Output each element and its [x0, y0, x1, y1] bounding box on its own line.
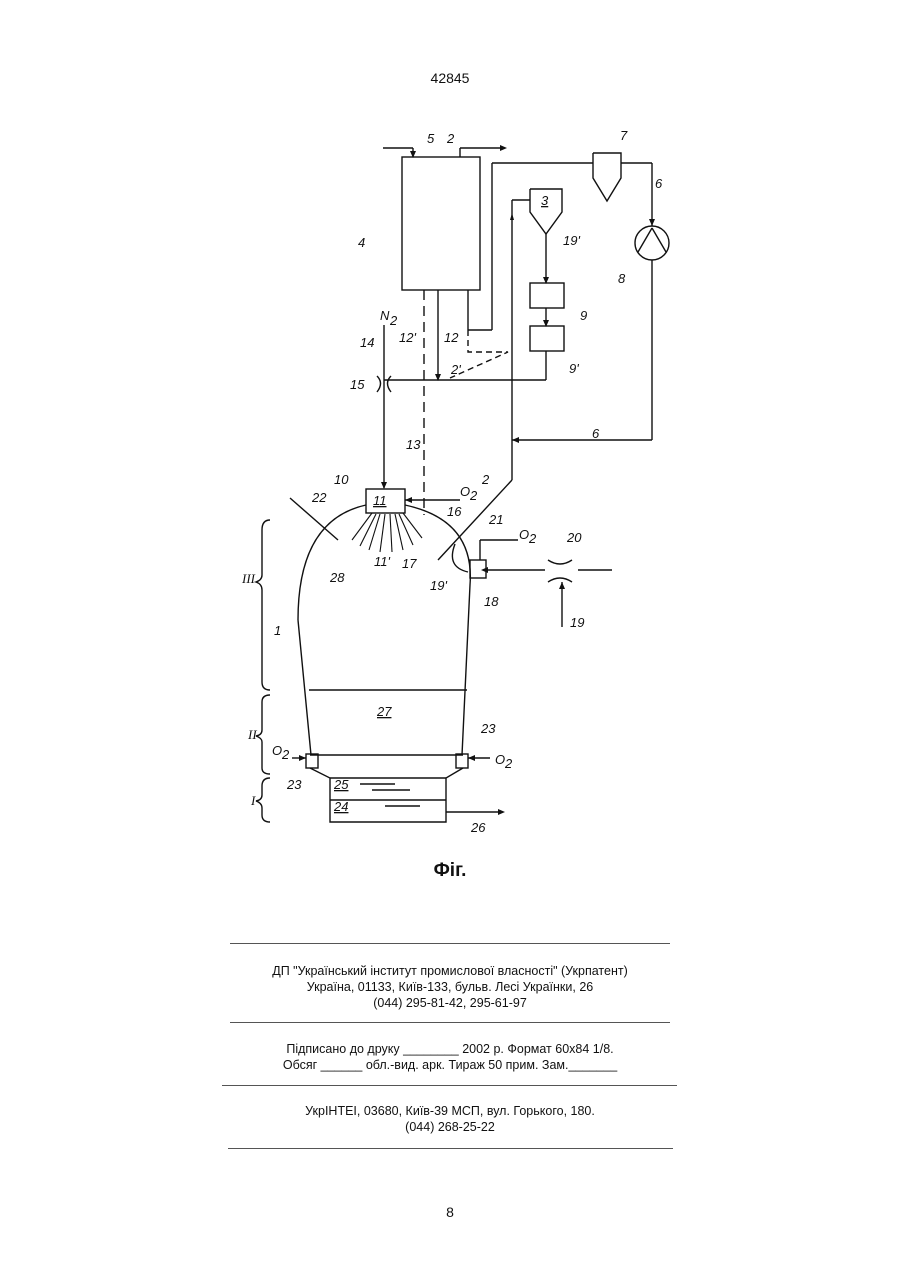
- svg-text:2': 2': [450, 362, 461, 377]
- svg-text:O: O: [460, 484, 470, 499]
- figure-caption: Фіг.: [0, 860, 900, 882]
- svg-text:2: 2: [528, 531, 537, 546]
- svg-text:11': 11': [374, 554, 390, 569]
- svg-text:13: 13: [406, 437, 421, 452]
- box-9-lower: [530, 326, 564, 351]
- svg-text:2: 2: [504, 756, 513, 771]
- svg-text:27: 27: [376, 704, 392, 719]
- pump-8: [635, 226, 669, 260]
- svg-text:O: O: [272, 743, 282, 758]
- svg-text:23: 23: [480, 721, 496, 736]
- svg-text:22: 22: [311, 490, 327, 505]
- svg-text:III: III: [241, 571, 256, 586]
- divider-4: [228, 1148, 673, 1149]
- svg-text:6: 6: [655, 176, 663, 191]
- svg-text:2: 2: [469, 488, 478, 503]
- svg-text:11: 11: [373, 493, 387, 508]
- svg-text:9: 9: [580, 308, 587, 323]
- svg-text:3: 3: [541, 193, 549, 208]
- imprint-publisher-name: ДП "Український інститут промислової вла…: [0, 963, 900, 979]
- imprint-publisher-address: Україна, 01133, Київ-133, бульв. Лесі Ук…: [0, 979, 900, 995]
- svg-text:25: 25: [333, 777, 349, 792]
- imprint-publisher: ДП "Український інститут промислової вла…: [0, 963, 900, 1011]
- svg-text:17: 17: [402, 556, 417, 571]
- svg-text:O: O: [519, 527, 529, 542]
- svg-text:20: 20: [566, 530, 582, 545]
- svg-text:23: 23: [286, 777, 302, 792]
- page-number: 8: [0, 1204, 900, 1220]
- svg-text:21: 21: [488, 512, 503, 527]
- svg-text:12': 12': [399, 330, 416, 345]
- svg-text:15: 15: [350, 377, 365, 392]
- divider-3: [222, 1085, 677, 1086]
- svg-text:14: 14: [360, 335, 374, 350]
- svg-text:12: 12: [444, 330, 459, 345]
- imprint-volume: Обсяг ______ обл.-вид. арк. Тираж 50 при…: [0, 1057, 900, 1073]
- svg-text:1: 1: [274, 623, 281, 638]
- svg-text:28: 28: [329, 570, 345, 585]
- drawing-labels: 5 2 7 3 6 4 19' 8 9 9' N 2 14 12' 12 2' …: [241, 128, 663, 835]
- divider-1: [230, 943, 670, 944]
- svg-text:II: II: [247, 727, 257, 742]
- svg-text:2: 2: [389, 313, 398, 328]
- box-9-upper: [530, 283, 564, 308]
- svg-text:26: 26: [470, 820, 486, 835]
- imprint-printer: УкрІНТЕІ, 03680, Київ-39 МСП, вул. Горьк…: [0, 1103, 900, 1135]
- svg-text:2: 2: [481, 472, 490, 487]
- svg-text:16: 16: [447, 504, 462, 519]
- imprint-signed: Підписано до друку ________ 2002 р. Форм…: [0, 1041, 900, 1057]
- divider-2: [230, 1022, 670, 1023]
- svg-text:O: O: [495, 752, 505, 767]
- patent-figure: 5 2 7 3 6 4 19' 8 9 9' N 2 14 12' 12 2' …: [0, 0, 900, 900]
- cyclone-7: [593, 153, 621, 201]
- svg-text:9': 9': [569, 361, 579, 376]
- svg-text:10: 10: [334, 472, 349, 487]
- imprint-print-info: Підписано до друку ________ 2002 р. Форм…: [0, 1041, 900, 1073]
- drawing-arrowheads: [299, 145, 655, 815]
- svg-text:2: 2: [281, 747, 290, 762]
- svg-text:2: 2: [446, 131, 455, 146]
- imprint-printer-phone: (044) 268-25-22: [0, 1119, 900, 1135]
- svg-text:7: 7: [620, 128, 628, 143]
- svg-text:N: N: [380, 308, 390, 323]
- svg-text:4: 4: [358, 235, 365, 250]
- svg-text:19': 19': [563, 233, 580, 248]
- imprint-publisher-phone: (044) 295-81-42, 295-61-97: [0, 995, 900, 1011]
- imprint-printer-address: УкрІНТЕІ, 03680, Київ-39 МСП, вул. Горьк…: [0, 1103, 900, 1119]
- svg-text:19: 19: [570, 615, 584, 630]
- svg-text:6: 6: [592, 426, 600, 441]
- svg-text:I: I: [250, 793, 256, 808]
- svg-text:19': 19': [430, 578, 447, 593]
- vessel-4: [402, 157, 480, 290]
- svg-text:8: 8: [618, 271, 626, 286]
- svg-text:24: 24: [333, 799, 348, 814]
- svg-text:5: 5: [427, 131, 435, 146]
- svg-text:18: 18: [484, 594, 499, 609]
